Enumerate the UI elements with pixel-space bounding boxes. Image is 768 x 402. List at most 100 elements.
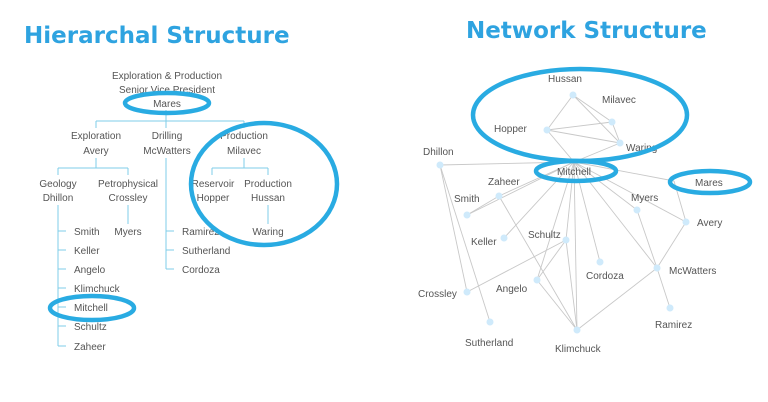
network-label: Smith	[454, 194, 480, 205]
highlight-ring-mares-network	[667, 168, 753, 196]
network-edge	[536, 239, 567, 281]
petrophysical-role: Petrophysical	[98, 179, 158, 190]
network-nodes	[436, 91, 690, 334]
network-edge	[546, 129, 621, 144]
network-edge	[466, 195, 500, 216]
network-label: Dhillon	[423, 147, 454, 158]
tree-connectors	[57, 110, 269, 347]
root-title-line2: Senior Vice President	[119, 85, 215, 96]
network-node-sutherland	[486, 318, 494, 326]
network-edge	[573, 161, 601, 263]
drilling-role: Drilling	[152, 131, 183, 142]
reservoir-role: Reservoir	[192, 179, 235, 190]
network-node-schultz	[562, 236, 570, 244]
network-node-dhillon	[436, 161, 444, 169]
network-labels: Hussan Milavec Hopper Waring Dhillon Mit…	[418, 74, 723, 355]
network-label: Klimchuck	[555, 344, 602, 355]
network-label: Avery	[697, 218, 722, 229]
exploration-role: Exploration	[71, 131, 121, 142]
production-sub-name: Hussan	[251, 193, 285, 204]
network-edge	[546, 121, 613, 131]
staff-item: Ramirez	[182, 227, 219, 238]
network-edge	[656, 267, 671, 309]
network-edge	[439, 164, 491, 323]
reservoir-name: Hopper	[197, 193, 230, 204]
network-label: Milavec	[602, 95, 636, 106]
staff-item: Sutherland	[182, 246, 230, 257]
network-node-mcwatters	[653, 264, 661, 272]
highlight-ring-mares	[122, 90, 212, 116]
network-label: Keller	[471, 237, 497, 248]
network-label: Sutherland	[465, 338, 513, 349]
staff-item: Zaheer	[74, 342, 106, 353]
network-label: Mitchell	[557, 167, 591, 178]
network-edge	[498, 161, 575, 197]
network-edge	[573, 161, 638, 211]
highlight-ring-mitchell-network	[533, 158, 619, 184]
highlight-ring-production	[188, 120, 340, 248]
network-node-hopper	[543, 126, 551, 134]
network-node-ramirez	[666, 304, 674, 312]
network-label: Cordoza	[586, 271, 624, 282]
network-node-smith	[463, 211, 471, 219]
staff-item: Mitchell	[74, 303, 108, 314]
network-node-klimchuck	[573, 326, 581, 334]
root-name: Mares	[153, 99, 181, 110]
geology-staff-list: Smith Keller Angelo Klimchuck Mitchell S…	[74, 227, 121, 353]
network-label: Hopper	[494, 124, 527, 135]
network-edge	[466, 161, 575, 216]
network-node-keller	[500, 234, 508, 242]
network-graph: Hussan Milavec Hopper Waring Dhillon Mit…	[418, 66, 753, 355]
network-edge	[536, 279, 578, 331]
network-edge	[576, 267, 658, 331]
network-edge	[611, 121, 621, 144]
network-label: Angelo	[496, 284, 528, 295]
staff-item: Keller	[74, 246, 100, 257]
network-edge	[572, 94, 613, 123]
network-label: Zaheer	[488, 177, 520, 188]
staff-item: Waring	[252, 227, 283, 238]
network-node-zaheer	[495, 192, 503, 200]
production-role: Production	[220, 131, 268, 142]
hierarchy-title: Hierarchal Structure	[24, 23, 290, 49]
network-edge	[565, 161, 575, 241]
network-label: Myers	[631, 193, 658, 204]
network-edge	[546, 94, 574, 131]
drilling-staff-list: Ramirez Sutherland Cordoza	[182, 227, 230, 276]
network-label: Hussan	[548, 74, 582, 85]
network-node-myers	[633, 206, 641, 214]
network-edge	[573, 161, 687, 223]
staff-item: Klimchuck	[74, 284, 121, 295]
network-edge	[572, 94, 621, 144]
network-edge	[439, 164, 468, 293]
staff-item: Myers	[114, 227, 141, 238]
exploration-name: Avery	[83, 146, 108, 157]
network-edge	[546, 129, 575, 163]
network-node-cordoza	[596, 258, 604, 266]
highlight-ring-mitchell	[47, 293, 137, 323]
network-node-waring	[616, 139, 624, 147]
network-edge	[466, 239, 567, 293]
staff-item: Angelo	[74, 265, 106, 276]
network-label: Crossley	[418, 289, 457, 300]
network-edge	[573, 161, 578, 331]
network-node-angelo	[533, 276, 541, 284]
network-edge	[565, 239, 578, 331]
geology-name: Dhillon	[43, 193, 74, 204]
network-label: Ramirez	[655, 320, 692, 331]
hierarchy-tree: Exploration & Production Senior Vice Pre…	[39, 71, 340, 353]
network-label: Schultz	[528, 230, 561, 241]
network-edge	[498, 195, 578, 331]
staff-item: Schultz	[74, 322, 107, 333]
staff-item: Cordoza	[182, 265, 220, 276]
network-label: Mares	[695, 178, 723, 189]
production-sub-role: Production	[244, 179, 292, 190]
network-title: Network Structure	[466, 18, 707, 44]
staff-item: Smith	[74, 227, 100, 238]
network-edge	[656, 221, 687, 269]
production-name: Milavec	[227, 146, 261, 157]
drilling-name: McWatters	[143, 146, 190, 157]
network-edge	[636, 209, 658, 269]
network-node-crossley	[463, 288, 471, 296]
